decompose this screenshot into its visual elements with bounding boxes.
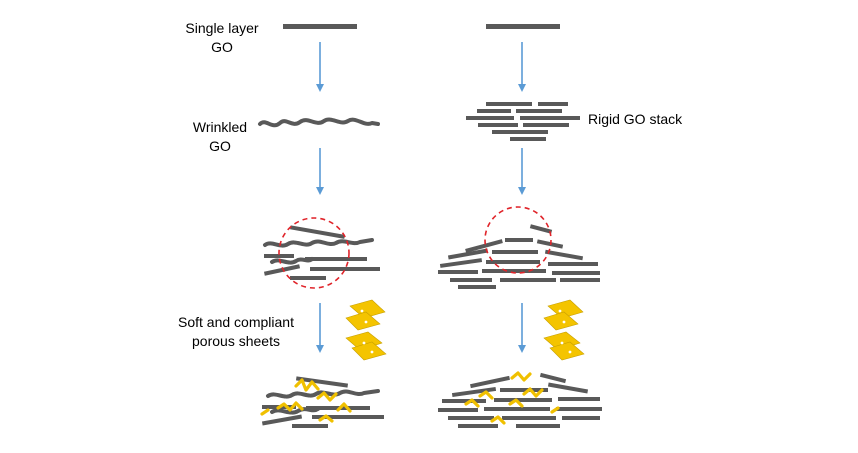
single-layer-go-sheet-left	[283, 24, 357, 29]
single-layer-go-sheet-right	[486, 24, 560, 29]
arrow-right-3	[518, 303, 526, 353]
label-single-layer-line2: GO	[211, 39, 233, 55]
soft-porous-composite	[260, 376, 384, 428]
arrow-left-3	[316, 303, 324, 353]
wrinkled-go-assembly	[263, 225, 380, 280]
label-rigid-go-stack: Rigid GO stack	[588, 111, 683, 127]
wrinkled-go-sheet	[258, 117, 380, 128]
label-wrinkled-line2: GO	[209, 138, 231, 154]
arrow-right-2	[518, 148, 526, 195]
gold-particle-right-bottom	[543, 331, 585, 361]
gold-particle-left-top	[345, 299, 386, 331]
label-single-layer-line1: Single layer	[185, 20, 258, 36]
arrow-left-1	[316, 42, 324, 92]
rigid-composite	[438, 371, 602, 428]
gold-particle-left-bottom	[345, 331, 387, 361]
label-wrinkled-line1: Wrinkled	[193, 119, 247, 135]
highlight-circle-left	[278, 217, 350, 289]
rigid-go-assembly	[438, 224, 600, 289]
label-soft-sheets-line1: Soft and compliant	[178, 314, 294, 330]
arrow-right-1	[518, 42, 526, 92]
gold-particle-right-top	[543, 299, 584, 331]
label-soft-sheets-line2: porous sheets	[192, 333, 280, 349]
rigid-go-stack	[466, 102, 580, 141]
highlight-circle-right	[484, 206, 552, 274]
arrow-left-2	[316, 148, 324, 195]
